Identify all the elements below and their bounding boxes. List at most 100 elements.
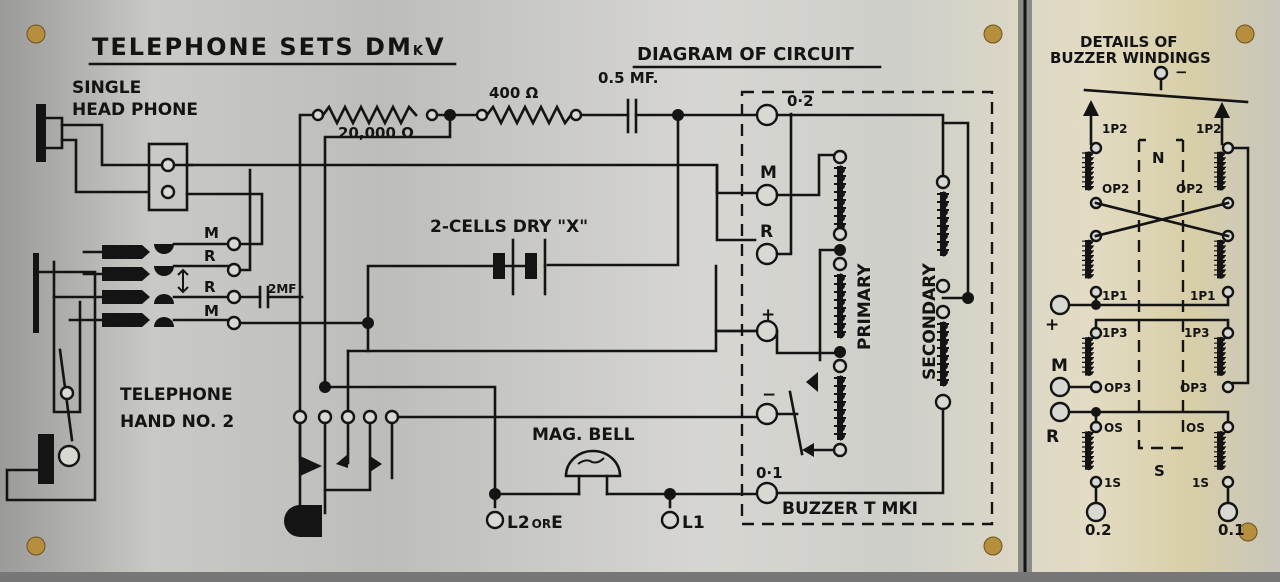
tap-label: OP3	[1104, 381, 1131, 395]
terminal-minus-label: −	[762, 385, 776, 405]
secondary-coil-upper-icon	[936, 191, 950, 257]
capacitor-0-5-icon	[626, 98, 638, 134]
capacitor-2mf-label: 2MF	[268, 282, 297, 296]
winding-coil-icon	[1213, 336, 1227, 377]
hand-label-2: HAND NO. 2	[120, 412, 234, 432]
tap-label: OP2	[1102, 182, 1129, 196]
n-label: N	[1152, 149, 1165, 167]
terminal-l1	[660, 510, 680, 530]
winding-coil-icon	[1213, 239, 1227, 280]
terminal-r	[755, 242, 779, 266]
terminal-02	[755, 103, 779, 127]
hand-label-1: TELEPHONE	[120, 385, 233, 405]
windings-minus-label: −	[1175, 63, 1188, 81]
buzzer-label: BUZZER T MKI	[782, 499, 918, 519]
handset-symbol	[5, 242, 236, 502]
bell-label: MAG. BELL	[532, 425, 635, 445]
resistor-20000-icon	[321, 104, 418, 126]
primary-coil-middle-icon	[833, 273, 847, 339]
winding-coil-icon	[1081, 430, 1095, 471]
terminal-l2	[485, 510, 505, 530]
winding-coil-icon	[1081, 239, 1095, 280]
s-label: S	[1154, 462, 1165, 480]
terminal-m-label: M	[760, 163, 777, 183]
resistor-20000-label: 20,000 Ω	[338, 124, 414, 142]
core-box	[1137, 138, 1185, 450]
terminal-m	[755, 183, 779, 207]
windings-minus-terminal	[1153, 65, 1169, 81]
headphone-label-2: HEAD PHONE	[72, 100, 198, 120]
terminal-01	[755, 481, 779, 505]
jack-terminal	[226, 236, 242, 252]
windings-r-label: R	[1046, 427, 1059, 447]
windings-out-right-label: 0.1	[1218, 521, 1245, 539]
primary-label: PRIMARY	[855, 263, 875, 350]
battery-icon	[493, 238, 547, 296]
key-lever-icon	[284, 505, 322, 537]
tap-label: OS	[1104, 421, 1123, 435]
headphone-symbol	[36, 104, 194, 212]
screw-icon	[26, 536, 46, 556]
tap-label: OP3	[1180, 381, 1207, 395]
windings-m-label: M	[1051, 356, 1068, 376]
plate-title: TELEPHONE SETS DMKV	[92, 33, 446, 61]
terminal-plus-label: +	[761, 305, 775, 325]
jack-terminal	[226, 289, 242, 305]
winding-coil-icon	[1213, 150, 1227, 192]
winding-coil-icon	[1081, 336, 1095, 377]
terminal-01-label: 0·1	[756, 464, 783, 482]
windings-out-right-terminal	[1217, 501, 1239, 523]
windings-heading-2: BUZZER WINDINGS	[1050, 49, 1211, 67]
screw-icon	[26, 24, 46, 44]
diagram-heading: DIAGRAM OF CIRCUIT	[637, 44, 854, 65]
headphone-label-1: SINGLE	[72, 78, 141, 98]
windings-m-terminal	[1049, 376, 1071, 398]
jack-terminal	[226, 262, 242, 278]
tap-label: 1P1	[1102, 289, 1128, 303]
battery-label: 2-CELLS DRY "X"	[430, 217, 588, 237]
primary-coil-lower-icon	[833, 375, 847, 441]
windings-plus-label: +	[1045, 315, 1059, 335]
tap-label: 1P2	[1102, 122, 1128, 136]
tap-label: 1S	[1192, 476, 1209, 490]
winding-coil-icon	[1081, 150, 1095, 192]
terminal-r-label: R	[760, 222, 773, 242]
windings-r-terminal	[1049, 401, 1071, 423]
key-contact-icon	[300, 454, 382, 476]
tap-label: 1P1	[1190, 289, 1216, 303]
plate-bottom-edge	[0, 572, 1280, 582]
terminal-l1-label: L1	[682, 513, 705, 533]
tap-label: OP2	[1176, 182, 1203, 196]
jack-label-m2: M	[204, 302, 219, 320]
primary-coil-upper-icon	[833, 165, 847, 231]
winding-coil-icon	[1213, 430, 1227, 471]
windings-out-left-terminal	[1085, 501, 1107, 523]
secondary-label: SECONDARY	[920, 263, 940, 380]
tap-label: 1P3	[1102, 326, 1128, 340]
capacitor-0-5-label: 0.5 MF.	[598, 69, 658, 87]
resistor-400-icon	[485, 104, 573, 126]
screw-icon	[1238, 522, 1258, 542]
terminal-minus	[755, 402, 779, 426]
tap-label: OS	[1186, 421, 1205, 435]
tap-label: 1P2	[1196, 122, 1222, 136]
screw-icon	[983, 536, 1003, 556]
jack-label-m1: M	[204, 224, 219, 242]
resistor-400-label: 400 Ω	[489, 84, 539, 102]
screw-icon	[983, 24, 1003, 44]
tap-label: 1S	[1104, 476, 1121, 490]
windings-heading-1: DETAILS OF	[1080, 33, 1178, 51]
jack-label-r2: R	[204, 278, 216, 296]
buzzer-contact-spring	[788, 390, 804, 456]
screw-icon	[1235, 24, 1255, 44]
buzzer-box	[740, 90, 994, 526]
magneto-bell-icon	[564, 449, 622, 496]
jack-label-r1: R	[204, 247, 216, 265]
jack-terminal	[226, 315, 242, 331]
terminal-02-label: 0·2	[787, 92, 814, 110]
winding-arrow-icon	[1083, 100, 1230, 118]
windings-plus-terminal	[1049, 294, 1071, 316]
